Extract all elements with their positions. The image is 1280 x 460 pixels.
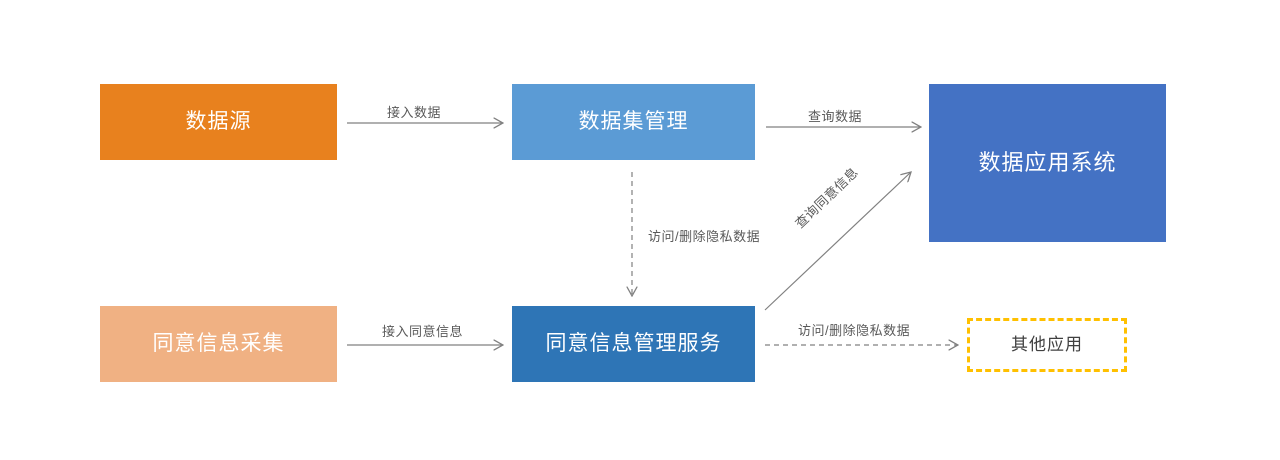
node-other-applications[interactable]: 其他应用 — [967, 318, 1127, 372]
node-data-application-system-label: 数据应用系统 — [978, 149, 1117, 175]
node-data-source[interactable]: 数据源 — [100, 84, 337, 160]
edge-label-ingest-data: 接入数据 — [387, 105, 442, 120]
node-dataset-management-label: 数据集管理 — [578, 110, 689, 134]
edge-label-access-delete-private-data-vertical: 访问/删除隐私数据 — [648, 229, 761, 244]
edge-label-query-consent-info: 查询同意信息 — [792, 164, 862, 232]
node-consent-collection-label: 同意信息采集 — [152, 332, 285, 356]
edge-label-access-delete-private-data-horizontal: 访问/删除隐私数据 — [798, 323, 911, 338]
node-consent-management-service-label: 同意信息管理服务 — [545, 332, 722, 356]
node-other-applications-label: 其他应用 — [1011, 334, 1083, 354]
node-consent-management-service[interactable]: 同意信息管理服务 — [512, 306, 755, 382]
edge-label-query-data: 查询数据 — [808, 109, 863, 124]
node-dataset-management[interactable]: 数据集管理 — [512, 84, 755, 160]
node-data-source-label: 数据源 — [185, 110, 252, 134]
edge-label-ingest-consent-info: 接入同意信息 — [382, 324, 464, 339]
node-consent-collection[interactable]: 同意信息采集 — [100, 306, 337, 382]
node-data-application-system[interactable]: 数据应用系统 — [929, 84, 1166, 242]
